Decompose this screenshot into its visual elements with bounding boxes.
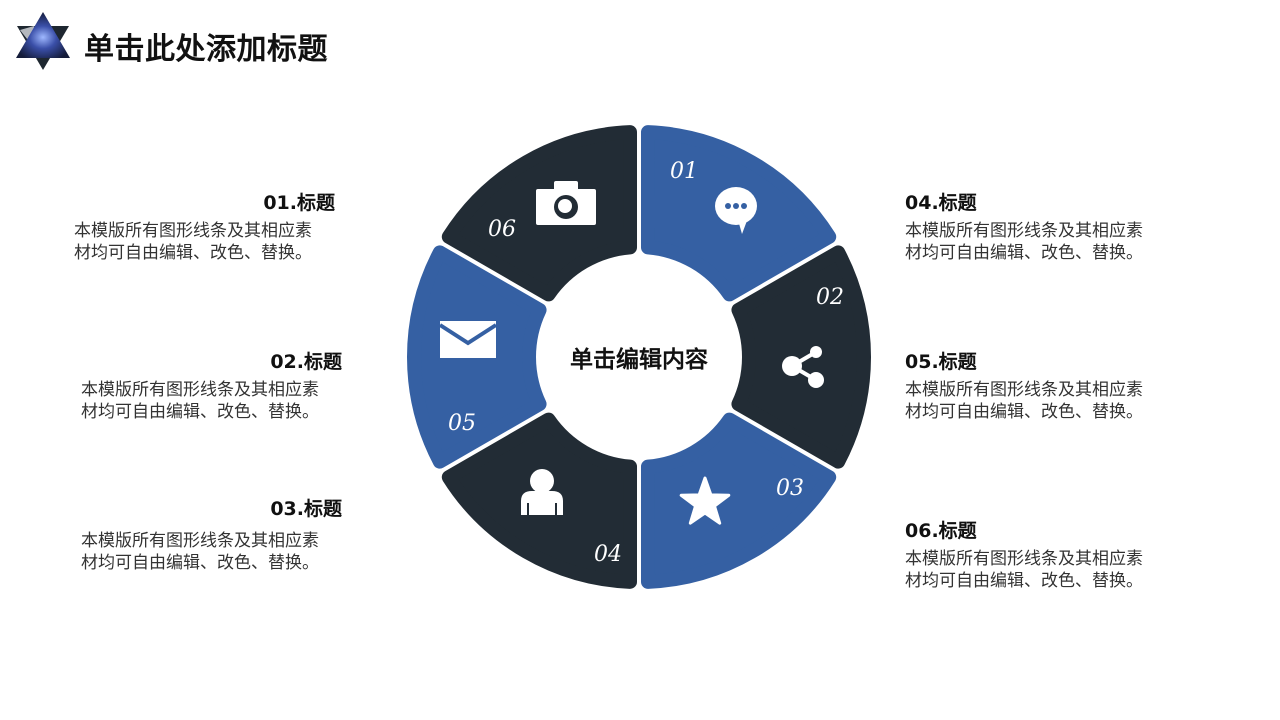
item-title: 01.标题 xyxy=(263,192,335,214)
segment-04[interactable]: 04 xyxy=(441,412,638,589)
item-03[interactable]: 03.标题 本模版所有图形线条及其相应素 材均可自由编辑、改色、替换。 xyxy=(62,496,342,574)
segment-number: 05 xyxy=(448,411,476,436)
item-desc-line1: 本模版所有图形线条及其相应素 xyxy=(905,549,1143,569)
item-title: 06.标题 xyxy=(905,520,977,542)
item-desc-line2: 材均可自由编辑、改色、替换。 xyxy=(81,402,319,422)
item-desc-line2: 材均可自由编辑、改色、替换。 xyxy=(905,402,1143,422)
item-desc-line1: 本模版所有图形线条及其相应素 xyxy=(81,531,319,551)
segment-number: 02 xyxy=(816,285,844,310)
chat-bubble-icon xyxy=(715,187,757,234)
segment-number: 01 xyxy=(670,159,698,184)
page-title[interactable]: 单击此处添加标题 xyxy=(84,32,328,67)
item-01[interactable]: 01.标题 本模版所有图形线条及其相应素 材均可自由编辑、改色、替换。 xyxy=(62,190,342,264)
envelope-icon xyxy=(438,321,498,358)
item-05[interactable]: 05.标题 本模版所有图形线条及其相应素 材均可自由编辑、改色、替换。 xyxy=(905,349,1185,423)
user-icon xyxy=(521,469,563,515)
item-04[interactable]: 04.标题 本模版所有图形线条及其相应素 材均可自由编辑、改色、替换。 xyxy=(905,190,1185,264)
item-desc-line1: 本模版所有图形线条及其相应素 xyxy=(905,380,1143,400)
item-desc-line1: 本模版所有图形线条及其相应素 xyxy=(905,221,1143,241)
item-desc-line2: 材均可自由编辑、改色、替换。 xyxy=(905,243,1143,263)
item-title: 02.标题 xyxy=(270,351,342,373)
item-desc-line2: 材均可自由编辑、改色、替换。 xyxy=(905,571,1143,591)
star-icon xyxy=(679,476,731,525)
segment-number: 03 xyxy=(776,476,804,501)
segment-03[interactable]: 03 xyxy=(640,412,837,589)
item-desc-line2: 材均可自由编辑、改色、替换。 xyxy=(81,553,319,573)
star-of-david-galaxy-logo xyxy=(16,12,70,70)
item-desc-line2: 材均可自由编辑、改色、替换。 xyxy=(74,243,312,263)
item-title: 05.标题 xyxy=(905,351,977,373)
segment-number: 04 xyxy=(594,542,622,567)
item-title: 03.标题 xyxy=(270,498,342,520)
segment-06[interactable]: 06 xyxy=(441,125,638,302)
item-desc-line1: 本模版所有图形线条及其相应素 xyxy=(74,221,312,241)
share-icon xyxy=(782,346,824,388)
item-desc-line1: 本模版所有图形线条及其相应素 xyxy=(81,380,319,400)
center-label[interactable]: 单击编辑内容 xyxy=(570,347,708,373)
segment-01[interactable]: 01 xyxy=(640,125,837,302)
item-06[interactable]: 06.标题 本模版所有图形线条及其相应素 材均可自由编辑、改色、替换。 xyxy=(905,518,1185,592)
item-02[interactable]: 02.标题 本模版所有图形线条及其相应素 材均可自由编辑、改色、替换。 xyxy=(62,349,342,423)
segment-02[interactable]: 02 xyxy=(731,245,871,469)
segment-number: 06 xyxy=(488,217,516,242)
segment-05[interactable]: 05 xyxy=(407,245,547,469)
camera-icon xyxy=(536,181,596,225)
item-title: 04.标题 xyxy=(905,192,977,214)
